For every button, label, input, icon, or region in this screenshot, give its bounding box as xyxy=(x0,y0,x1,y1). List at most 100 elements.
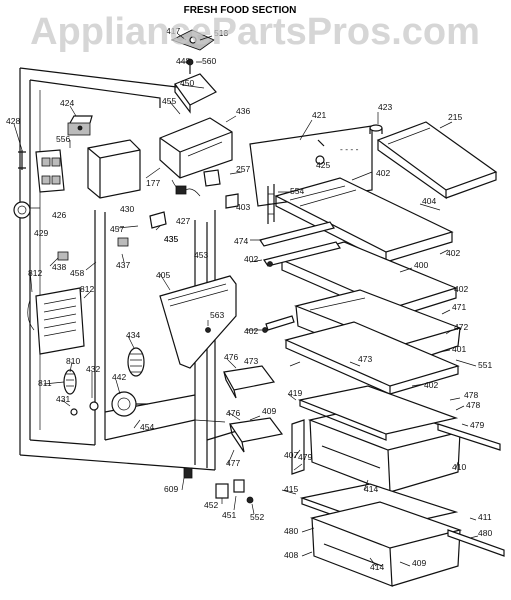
part-number-label: 478 xyxy=(466,400,480,410)
part-number-label: 450 xyxy=(180,78,194,88)
drawer-cover-upper xyxy=(297,385,459,441)
part-number-label: 457 xyxy=(110,224,124,234)
part-number-label: 432 xyxy=(86,364,100,374)
part-number-label: 812 xyxy=(80,284,94,294)
part-number-label: 401 xyxy=(452,344,466,354)
switch-assembly xyxy=(203,169,239,209)
part-number-label: 436 xyxy=(236,106,250,116)
part-number-label: 414 xyxy=(364,484,378,494)
section-title: FRESH FOOD SECTION xyxy=(184,5,297,16)
part-number-label: 473 xyxy=(244,356,258,366)
part-number-label: 453 xyxy=(194,250,208,260)
part-number-label: 409 xyxy=(412,558,426,568)
drawer-slide-rails xyxy=(291,419,505,557)
part-number-label: 431 xyxy=(56,394,70,404)
part-number-label: 479 xyxy=(298,452,312,462)
part-number-label: 455 xyxy=(162,96,176,106)
part-number-label: 402 xyxy=(244,326,258,336)
part-number-label: 556 xyxy=(56,134,70,144)
part-number-label: 427 xyxy=(176,216,190,226)
dairy-compartment-tray xyxy=(376,121,498,200)
part-number-label: 409 xyxy=(262,406,276,416)
part-number-label: 479 xyxy=(470,420,484,430)
part-number-label: 423 xyxy=(378,102,392,112)
part-number-label: 448 xyxy=(176,56,190,66)
part-number-label: 458 xyxy=(70,268,84,278)
fan-motor xyxy=(111,391,148,417)
light-housing-cover xyxy=(159,117,233,179)
shelf-404 xyxy=(274,177,454,263)
part-number-label: 402 xyxy=(454,284,468,294)
control-knob-assembly xyxy=(170,29,215,74)
part-number-label: 402 xyxy=(244,254,258,264)
part-number-label: 419 xyxy=(288,388,302,398)
part-number-label: 400 xyxy=(414,260,428,270)
shelf-473 xyxy=(284,321,460,395)
part-number-label: 454 xyxy=(140,422,154,432)
light-lens xyxy=(369,124,383,134)
shelf-supports-left xyxy=(259,221,341,331)
part-number-label: 810 xyxy=(66,356,80,366)
part-number-label: 474 xyxy=(234,236,248,246)
svg-text:- - - -: - - - - xyxy=(340,144,359,154)
leader-lines xyxy=(13,33,479,567)
part-number-label: 472 xyxy=(454,322,468,332)
part-number-label: 551 xyxy=(478,360,492,370)
part-number-label: 257 xyxy=(236,164,250,174)
part-number-label: 552 xyxy=(250,512,264,522)
watermark: AppliancePartsPros.com xyxy=(30,11,480,53)
vent-grille xyxy=(159,275,237,369)
part-number-label: 811 xyxy=(38,378,52,388)
crisper-drawer-lower xyxy=(309,501,463,587)
part-number-label: 477 xyxy=(226,458,240,468)
part-number-label: 405 xyxy=(156,270,170,280)
control-box xyxy=(87,139,141,199)
part-number-label: 476 xyxy=(224,352,238,362)
part-number-label: 417 xyxy=(166,26,180,36)
part-number-label: 425 xyxy=(316,160,330,170)
part-number-label: 414 xyxy=(370,562,384,572)
part-number-label: 480 xyxy=(478,528,492,538)
part-number-label: 415 xyxy=(284,484,298,494)
egg-tray xyxy=(127,347,145,377)
part-number-label: 426 xyxy=(52,210,66,220)
shelf-support-rail xyxy=(267,184,275,224)
part-number-label: 554 xyxy=(290,186,304,196)
part-number-label: 442 xyxy=(112,372,126,382)
part-number-label: 435 xyxy=(164,234,178,244)
part-number-label: 428 xyxy=(6,116,20,126)
small-fasteners xyxy=(57,237,273,504)
part-number-label: 451 xyxy=(222,510,236,520)
part-number-label: 410 xyxy=(452,462,466,472)
part-number-label: 434 xyxy=(126,330,140,340)
part-number-label: 407 xyxy=(284,450,298,460)
part-number-label: 812 xyxy=(28,268,42,278)
heater-grommet xyxy=(63,369,77,395)
part-number-label: 177 xyxy=(146,178,160,188)
wire-harness xyxy=(171,179,201,197)
fan-cover-panel xyxy=(27,287,85,355)
part-number-label: 215 xyxy=(448,112,462,122)
part-number-label: 452 xyxy=(204,500,218,510)
part-number-label: 480 xyxy=(284,526,298,536)
left-hinge-clip xyxy=(18,150,26,170)
part-number-label: 402 xyxy=(424,380,438,390)
part-number-label: 473 xyxy=(358,354,372,364)
part-number-label: 438 xyxy=(52,262,66,272)
part-number-label: 518 xyxy=(214,28,228,38)
part-number-label: 437 xyxy=(116,260,130,270)
part-number-label: 402 xyxy=(376,168,390,178)
part-number-label: 402 xyxy=(446,248,460,258)
damper-clip xyxy=(149,211,167,229)
part-number-label: 403 xyxy=(236,202,250,212)
light-socket-bracket xyxy=(35,149,65,193)
control-housing xyxy=(174,73,217,114)
light-bulb xyxy=(13,201,31,219)
part-number-label: 421 xyxy=(312,110,326,120)
part-number-label: 560 xyxy=(202,56,216,66)
part-number-label: 408 xyxy=(284,550,298,560)
part-number-label: 429 xyxy=(34,228,48,238)
part-number-label: 609 xyxy=(164,484,178,494)
